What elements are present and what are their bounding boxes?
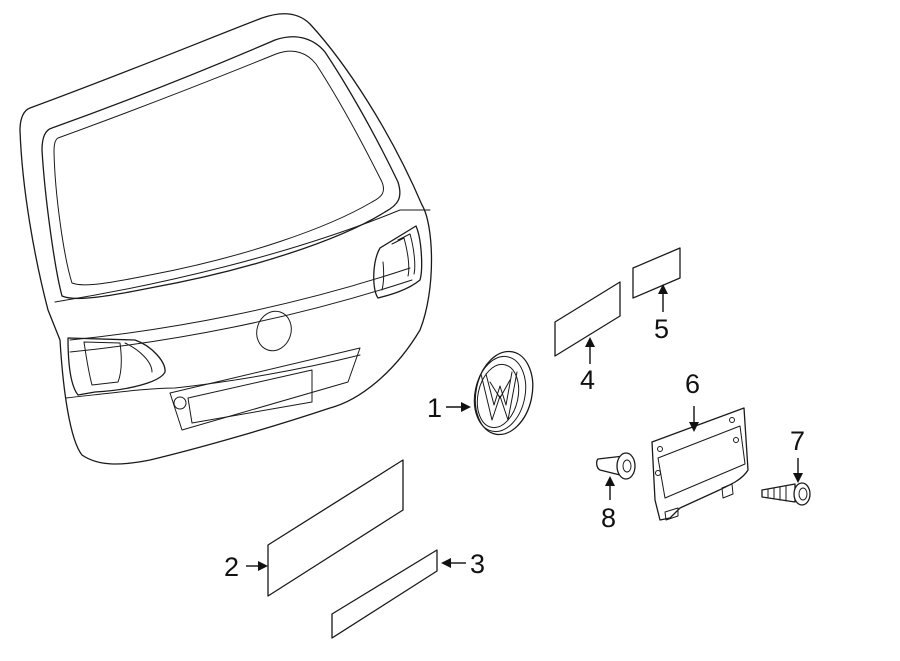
bolt bbox=[761, 482, 811, 506]
license-bracket bbox=[651, 407, 749, 521]
callout-5: 5 bbox=[654, 314, 669, 344]
callout-1: 1 bbox=[427, 393, 442, 423]
license-plate-decal bbox=[267, 459, 404, 597]
callout-7: 7 bbox=[790, 426, 805, 456]
callout-2: 2 bbox=[224, 552, 239, 582]
vw-emblem bbox=[473, 350, 534, 436]
callout-8: 8 bbox=[601, 503, 616, 533]
label-4 bbox=[554, 281, 621, 357]
callout-arrows bbox=[246, 284, 803, 571]
liftgate-illustration bbox=[19, 13, 433, 465]
callout-3: 3 bbox=[470, 549, 485, 579]
callout-4: 4 bbox=[580, 365, 595, 395]
trim-strip bbox=[331, 549, 438, 639]
grommet bbox=[596, 452, 636, 480]
label-5 bbox=[632, 247, 681, 299]
callout-6: 6 bbox=[685, 369, 700, 399]
